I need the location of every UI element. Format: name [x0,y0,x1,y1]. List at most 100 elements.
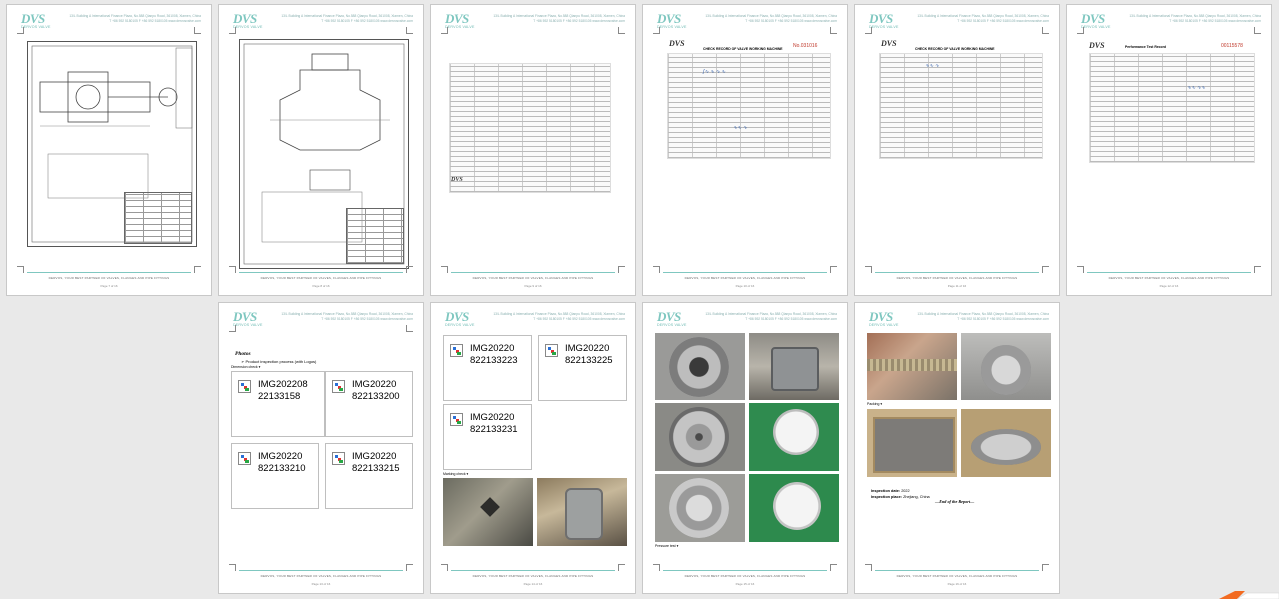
footer-tagline: DERVOS, YOUR BEST PARTNER OF VALVES, FLA… [260,276,382,280]
crop-mark [653,564,660,571]
scan-logo: DVS [451,177,463,183]
packing-crate-photo-2[interactable] [961,409,1051,477]
logo-subtitle: DERVOS VALVE [445,323,475,327]
page-number: Page 14 of 16 [523,582,543,586]
valve-body-photo[interactable] [749,333,839,400]
marking-photo-2[interactable] [537,478,627,546]
footer-rule [875,570,1039,571]
flange-shape [669,407,729,467]
address-line-2: T +86 592 5180105 F +86 592 5180105 www.… [1169,19,1261,23]
marking-photo-1[interactable] [443,478,533,546]
image-filename: IMG20220 822133223 [470,343,518,366]
crop-mark [1254,266,1261,273]
image-placeholder[interactable]: IMG20220 822133231 [443,404,532,470]
crop-mark [441,564,448,571]
pressure-gauge-photo-2[interactable] [749,474,839,542]
logo-subtitle: DERVOS VALVE [445,25,475,29]
address-line-2: T +86 592 5180105 F +86 592 5180105 www.… [533,19,625,23]
image-placeholder[interactable]: IMG20220 822133200 [325,371,413,437]
footer-rule [663,570,827,571]
logo-mark: DVS [445,11,469,26]
crop-mark [441,27,448,34]
logo-subtitle: DERVOS VALVE [21,25,51,29]
address-line-1: 13/L Building A International Finance Pl… [69,14,201,18]
record-number: No.031016 [793,43,818,49]
crop-mark [229,325,236,332]
photo-caption: Packing ▾ [867,402,883,406]
logo-mark: DVS [657,309,681,324]
valve-flange-photo[interactable] [867,333,957,400]
valve-interior-photo-2[interactable] [655,403,745,471]
photos-title: Photos [235,351,251,357]
check-record-table [667,53,831,159]
image-placeholder[interactable]: IMG20220 822133215 [325,443,413,509]
inspection-place: Inspection place: Zhejiang, China [871,495,930,499]
crop-mark [441,266,448,273]
address-line-2: T +86 592 5180105 F +86 592 5180105 www.… [745,317,837,321]
image-filename: IMG20220 822133200 [352,379,400,402]
valve-interior-photo-1[interactable] [655,333,745,400]
image-placeholder[interactable]: IMG202208 22133158 [231,371,325,437]
record-title: CHECK RECORD OF VALVE WORKING MACHINE [915,47,995,51]
performance-test-table [1089,53,1255,163]
company-address: 13/L Building A International Finance Pl… [69,14,201,24]
record-logo: DVS [669,39,685,48]
broken-image-icon [238,380,251,393]
parts-table [124,192,192,244]
image-placeholder[interactable]: IMG20220 822133223 [443,335,532,401]
valve-interior-photo-3[interactable] [655,474,745,542]
packing-crate-photo-1[interactable] [867,409,957,477]
footer-tagline: DERVOS, YOUR BEST PARTNER OF VALVES, FLA… [472,574,594,578]
flange-shape [669,478,729,538]
valve-top-photo[interactable] [961,333,1051,400]
footer-tagline: DERVOS, YOUR BEST PARTNER OF VALVES, FLA… [896,276,1018,280]
footer-rule [451,570,615,571]
logo-mark: DVS [21,11,45,26]
parts-table [346,208,404,264]
image-filename: IMG20220 822133225 [565,343,613,366]
address-line-1: 13/L Building A International Finance Pl… [917,312,1049,316]
image-placeholder[interactable]: IMG20220 822133225 [538,335,627,401]
image-filename: IMG20220 822133210 [258,451,306,474]
crop-mark [229,27,236,34]
photos-subtitle: ➢ Product inspection process (with Logos… [241,359,317,364]
valve-body [771,347,819,391]
pressure-gauge-photo-1[interactable] [749,403,839,471]
crop-mark [229,564,236,571]
crop-mark [1254,27,1261,34]
logo-subtitle: DERVOS VALVE [869,25,899,29]
footer-rule [239,570,403,571]
flange-shape [669,337,729,397]
address-line-1: 13/L Building A International Finance Pl… [917,14,1049,18]
logo-mark: DVS [657,11,681,26]
crop-mark [653,27,660,34]
flange-bolts [867,359,957,371]
crate-flange [971,429,1041,465]
valve-drawing [239,39,409,269]
logo-mark: DVS [869,309,893,324]
logo-mark: DVS [869,11,893,26]
corner-badge-icon[interactable] [1219,589,1279,599]
handwriting: ∿∿ ∿ [733,125,747,131]
image-placeholder[interactable]: IMG20220 822133210 [231,443,319,509]
rotated-certificate-scan [449,63,611,193]
